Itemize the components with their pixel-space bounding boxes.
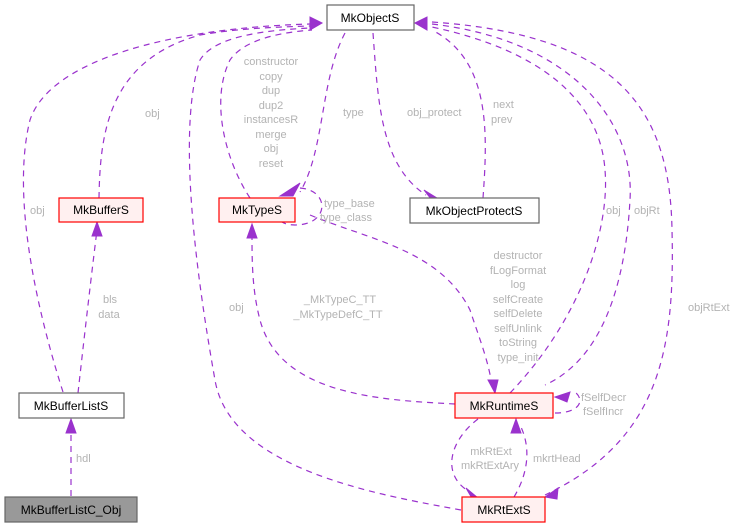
arrowhead-rtext-right — [543, 486, 559, 500]
arrowhead-object-left — [309, 16, 324, 31]
edge-label-mkrthead: mkrtHead — [533, 453, 581, 465]
svg-text:type_init: type_init — [498, 352, 539, 364]
svg-text:fSelfIncr: fSelfIncr — [583, 406, 624, 418]
svg-text:MkBufferListS: MkBufferListS — [34, 399, 108, 413]
edge-label-runtime-members: destructor fLogFormat log selfCreate sel… — [490, 250, 546, 364]
svg-text:MkBufferListC_Obj: MkBufferListC_Obj — [21, 503, 121, 517]
edge-bufferlist-to-object — [22, 23, 311, 393]
edge-object-to-rtext — [431, 21, 673, 496]
svg-text:dup: dup — [262, 85, 280, 97]
edge-label-rtext-members: mkRtExt mkRtExtAry — [461, 446, 520, 472]
svg-text:selfCreate: selfCreate — [493, 294, 543, 306]
svg-text:toString: toString — [499, 337, 537, 349]
edge-label-bufferlist-obj: obj — [30, 205, 45, 217]
edge-rtext-to-runtime — [513, 424, 528, 498]
svg-text:selfDelete: selfDelete — [494, 308, 543, 320]
svg-text:dup2: dup2 — [259, 100, 283, 112]
edge-protect-to-object — [431, 29, 486, 199]
edge-label-types-members: constructor copy dup dup2 instancesR mer… — [244, 56, 299, 170]
edge-label-next-prev: next prev — [491, 99, 514, 126]
edge-label-objrtext: objRtExt — [688, 302, 730, 314]
edge-label-hdl: hdl — [76, 453, 91, 465]
svg-text:MkObjectProtectS: MkObjectProtectS — [426, 204, 523, 218]
edge-label-buffer-obj: obj — [145, 108, 160, 120]
edge-label-rtext-obj: obj — [229, 302, 244, 314]
edge-label-obj-protect: obj_protect — [407, 107, 461, 119]
edge-runtime-to-object — [431, 26, 607, 394]
arrowhead-bufferlist-bottom — [65, 417, 77, 434]
arrowhead-runtime-right — [553, 391, 571, 403]
svg-text:log: log — [511, 279, 526, 291]
svg-text:selfUnlink: selfUnlink — [494, 323, 542, 335]
svg-text:prev: prev — [491, 114, 513, 126]
edge-label-type: type — [343, 107, 364, 119]
svg-text:data: data — [98, 309, 120, 321]
edge-runtime-to-types — [251, 234, 456, 405]
svg-text:MkRtExtS: MkRtExtS — [477, 503, 530, 517]
edge-label-bls-data: bls data — [98, 294, 120, 321]
svg-text:_MkTypeDefC_TT: _MkTypeDefC_TT — [292, 309, 383, 321]
svg-text:fLogFormat: fLogFormat — [490, 265, 546, 277]
edge-types-to-runtime — [309, 214, 493, 386]
node-mkobjects[interactable]: MkObjectS — [326, 4, 415, 31]
edge-object-to-types — [299, 32, 346, 193]
svg-text:mkRtExt: mkRtExt — [470, 446, 512, 458]
svg-text:MkTypeS: MkTypeS — [232, 203, 282, 217]
node-mkruntimes[interactable]: MkRuntimeS — [454, 392, 554, 419]
node-mkobjectprotects[interactable]: MkObjectProtectS — [409, 197, 540, 224]
svg-text:fSelfDecr: fSelfDecr — [581, 392, 627, 404]
edge-runtime-to-rtext — [451, 418, 479, 493]
edge-buffer-to-object — [98, 25, 311, 199]
svg-text:next: next — [493, 99, 514, 111]
svg-text:destructor: destructor — [494, 250, 543, 262]
node-mkrtexts[interactable]: MkRtExtS — [461, 496, 546, 523]
node-mktypes[interactable]: MkTypeS — [218, 197, 296, 223]
node-mkbuffers[interactable]: MkBufferS — [58, 197, 144, 223]
svg-text:_MkTypeC_TT: _MkTypeC_TT — [303, 294, 376, 306]
arrowhead-buffer-bottom — [91, 220, 103, 237]
svg-text:obj: obj — [264, 143, 279, 155]
arrowhead-runtime-bottom — [510, 417, 522, 434]
edge-types-to-object — [220, 29, 313, 199]
edge-bufferlist-to-buffer — [77, 229, 98, 394]
node-mkbufferlists[interactable]: MkBufferListS — [18, 392, 125, 419]
node-mkbufferlistc-obj[interactable]: MkBufferListC_Obj — [4, 496, 138, 523]
edge-label-types-self: type_base type_class — [320, 198, 375, 224]
svg-text:MkBufferS: MkBufferS — [73, 203, 129, 217]
svg-text:constructor: constructor — [244, 56, 299, 68]
svg-text:merge: merge — [255, 129, 286, 141]
edge-label-runtime-types: _MkTypeC_TT _MkTypeDefC_TT — [292, 294, 383, 321]
svg-text:type_class: type_class — [320, 212, 372, 224]
edge-label-objrt: objRt — [634, 205, 660, 217]
arrowhead-object-right — [413, 16, 428, 31]
svg-text:bls: bls — [103, 294, 118, 306]
edge-label-runtime-obj: obj — [606, 205, 621, 217]
svg-text:reset: reset — [259, 158, 283, 170]
arrowhead-types-bottom — [246, 222, 258, 239]
svg-text:MkRuntimeS: MkRuntimeS — [470, 399, 539, 413]
svg-text:type_base: type_base — [324, 198, 375, 210]
arrowhead-types-top — [278, 182, 301, 197]
svg-text:instancesR: instancesR — [244, 114, 298, 126]
svg-text:MkObjectS: MkObjectS — [341, 11, 400, 25]
svg-text:mkRtExtAry: mkRtExtAry — [461, 460, 520, 472]
edge-object-to-runtime — [431, 23, 631, 386]
edge-rtext-to-object — [188, 27, 462, 511]
svg-text:copy: copy — [259, 71, 283, 83]
edge-runtime-self — [554, 391, 581, 414]
edge-label-runtime-self: fSelfDecr fSelfIncr — [581, 392, 627, 418]
edge-object-to-protect — [372, 32, 427, 196]
arrowhead-runtime-top — [487, 379, 499, 395]
